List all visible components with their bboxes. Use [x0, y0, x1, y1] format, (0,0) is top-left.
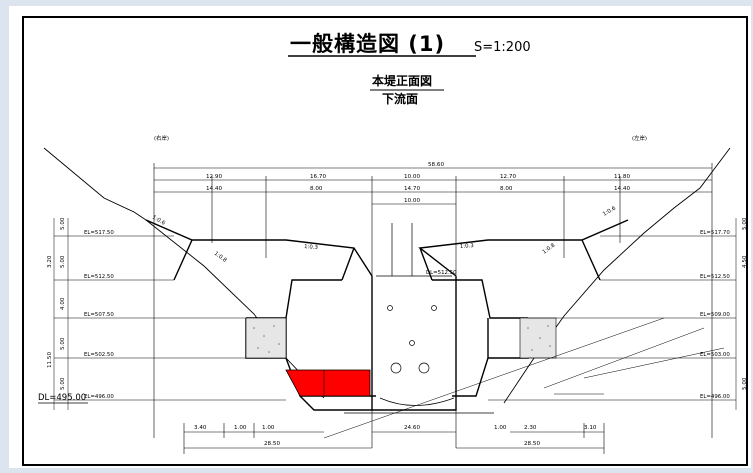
dim-bottom-7: 1.00 [494, 425, 507, 431]
elevation-right-1: EL=517.70 [700, 230, 730, 236]
drawing-scale: S=1:200 [474, 40, 531, 55]
svg-text:1:0.8: 1:0.8 [213, 251, 228, 264]
dim-bottom-right-span: 28.50 [524, 441, 540, 447]
highlight-concrete-section [285, 369, 371, 397]
svg-text:5.00: 5.00 [60, 377, 66, 390]
dim-top-3: 10.00 [404, 174, 420, 180]
gravel-fill-areas [245, 317, 557, 359]
svg-text:5.00: 5.00 [742, 377, 748, 390]
svg-text:1:0.6: 1:0.6 [602, 205, 617, 217]
svg-text:3.20: 3.20 [47, 255, 53, 268]
svg-text:5.00: 5.00 [60, 337, 66, 350]
dim-top-1: 12.90 [206, 174, 222, 180]
svg-text:4.00: 4.00 [60, 297, 66, 310]
dim-bottom-2: 1.00 [234, 425, 247, 431]
view-title: 本堤正面図 [372, 73, 432, 88]
dim-bottom-5: 2.30 [524, 425, 537, 431]
dim-mid-2: 8.00 [310, 186, 323, 192]
elevation-left-5: EL=496.00 [84, 394, 114, 400]
datum-label: DL=495.00 [38, 393, 86, 403]
elevation-left-1: EL=517.50 [84, 230, 114, 236]
svg-text:5.00: 5.00 [742, 217, 748, 230]
top-dimension-lines [153, 163, 713, 448]
slope-labels: 1:0.6 1:0.8 1:0.3 1:0.6 1:0.8 1:0.3 [151, 205, 617, 264]
drawing-sheet: 一般構造図 (1) S=1:200 本堤正面図 下流面 (右岸) (左岸) 58… [9, 6, 751, 468]
svg-text:4.50: 4.50 [742, 255, 748, 268]
dim-bottom-1: 3.40 [194, 425, 207, 431]
svg-text:1:0.3: 1:0.3 [304, 244, 318, 251]
spillway-details [344, 223, 494, 414]
right-bank-label: (左岸) [632, 134, 647, 142]
vertical-dims-left: 5.00 5.00 4.00 5.00 5.00 11.50 3.20 [47, 217, 66, 390]
dim-bottom-6: 3.10 [584, 425, 597, 431]
elevation-right-5: EL=496.00 [700, 394, 730, 400]
svg-text:5.00: 5.00 [60, 255, 66, 268]
leader-lines [323, 317, 725, 439]
left-bank-label: (右岸) [154, 134, 169, 142]
elevation-lines-left [53, 218, 286, 410]
dim-mid-5: 14.40 [614, 186, 630, 192]
dim-top-4: 12.70 [500, 174, 516, 180]
bottom-dimension-lines [183, 423, 605, 454]
dim-crest: 10.00 [404, 198, 420, 204]
svg-text:1:0.3: 1:0.3 [460, 243, 474, 250]
svg-text:1:0.8: 1:0.8 [542, 242, 557, 255]
dim-top-2: 16.70 [310, 174, 326, 180]
elevation-right-3: EL=509.00 [700, 312, 730, 318]
dim-mid-3: 14.70 [404, 186, 420, 192]
dim-total-width: 58.60 [428, 162, 444, 168]
dim-top-5: 11.80 [614, 174, 630, 180]
dim-bottom-3: 1.00 [262, 425, 275, 431]
svg-text:11.50: 11.50 [47, 352, 53, 368]
elevation-lines-right [488, 218, 737, 410]
dim-bottom-center: 24.60 [404, 425, 420, 431]
svg-text:5.00: 5.00 [60, 217, 66, 230]
elevation-right-2: EL=512.50 [700, 274, 730, 280]
view-subtitle: 下流面 [382, 91, 418, 106]
elevation-left-4: EL=502.50 [84, 352, 114, 358]
cross-section-drawing: 一般構造図 (1) S=1:200 本堤正面図 下流面 (右岸) (左岸) 58… [38, 32, 748, 454]
dim-mid-1: 14.40 [206, 186, 222, 192]
water-level-label: DL=512.50 [426, 270, 457, 276]
dam-outline [145, 219, 629, 411]
drawing-frame: 一般構造図 (1) S=1:200 本堤正面図 下流面 (右岸) (左岸) 58… [22, 16, 748, 466]
elevation-right-4: EL=503.00 [700, 352, 730, 358]
dim-bottom-left-span: 28.50 [264, 441, 280, 447]
vertical-dims-right: 5.00 4.50 5.00 [742, 217, 748, 390]
elevation-left-3: EL=507.50 [84, 312, 114, 318]
elevation-left-2: EL=512.50 [84, 274, 114, 280]
drawing-title: 一般構造図 (1) [290, 32, 445, 56]
dim-mid-4: 8.00 [500, 186, 513, 192]
